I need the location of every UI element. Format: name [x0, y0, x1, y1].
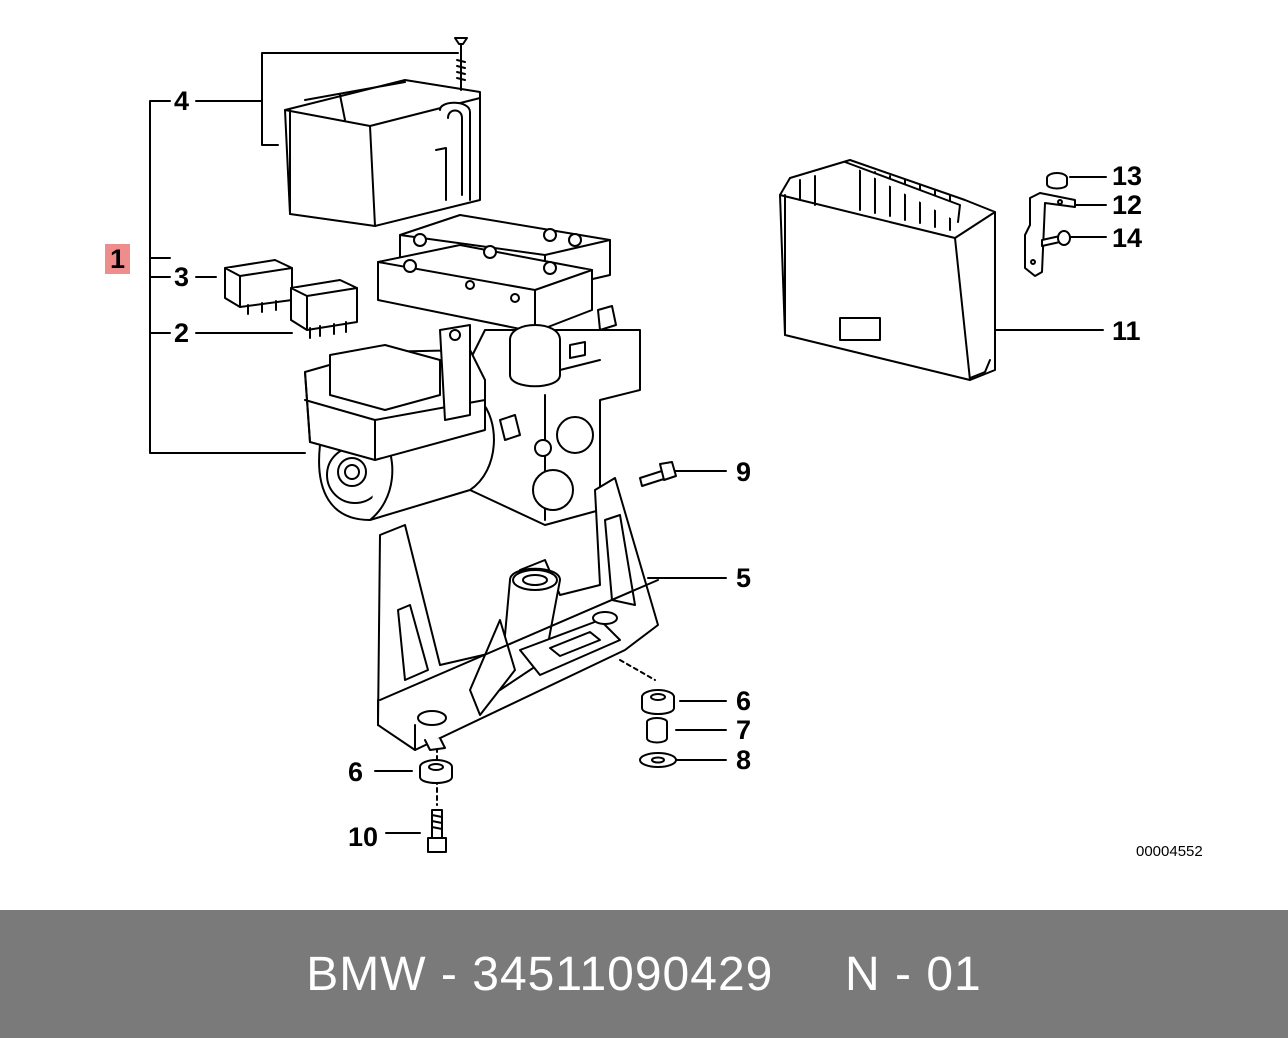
control-module-11: [779, 159, 996, 381]
callout-7[interactable]: 7: [736, 715, 752, 745]
screw-14-part: [1041, 230, 1071, 247]
leader-lines: [149, 52, 1107, 834]
callout-11[interactable]: 11: [1112, 316, 1141, 346]
diagram-id: 00004552: [1136, 843, 1203, 860]
cover-part: [284, 79, 481, 227]
callout-10[interactable]: 10: [348, 822, 379, 852]
relay-3-part: [224, 259, 293, 315]
footer-bar: BMW - 34511090429 N - 01: [0, 910, 1288, 1038]
grommet-6-left: [419, 759, 453, 784]
washer-8-part: [639, 752, 677, 768]
bolt-10-part: [427, 809, 447, 853]
callout-8[interactable]: 8: [736, 745, 752, 775]
part-number-label: BMW - 34511090429 N - 01: [306, 947, 982, 1001]
callout-1[interactable]: 1: [105, 244, 131, 274]
callout-6-left[interactable]: 6: [348, 757, 364, 787]
bracket-5-part: [377, 477, 659, 751]
nut-13-part: [1046, 172, 1068, 190]
cover-screw: [454, 37, 468, 91]
bolt-9-part: [639, 461, 677, 487]
parts-diagram: 1 2 3 4 5 6 6 7 8 9 10 11 12 13 14 00004…: [105, 37, 1203, 860]
callout-13[interactable]: 13: [1112, 161, 1143, 191]
sleeve-7-part: [646, 717, 668, 744]
callout-9[interactable]: 9: [736, 457, 752, 487]
callout-6-right[interactable]: 6: [736, 686, 752, 716]
relay-2-part: [290, 279, 358, 339]
abs-hydraulic-unit: [304, 214, 641, 526]
callout-4[interactable]: 4: [174, 86, 190, 116]
bracket-12-part: [1024, 192, 1076, 277]
callout-3[interactable]: 3: [174, 262, 190, 292]
callout-2[interactable]: 2: [174, 318, 190, 348]
grommet-6-right: [641, 689, 675, 715]
callout-14[interactable]: 14: [1112, 223, 1143, 253]
callout-12[interactable]: 12: [1112, 190, 1143, 220]
callout-5[interactable]: 5: [736, 563, 752, 593]
